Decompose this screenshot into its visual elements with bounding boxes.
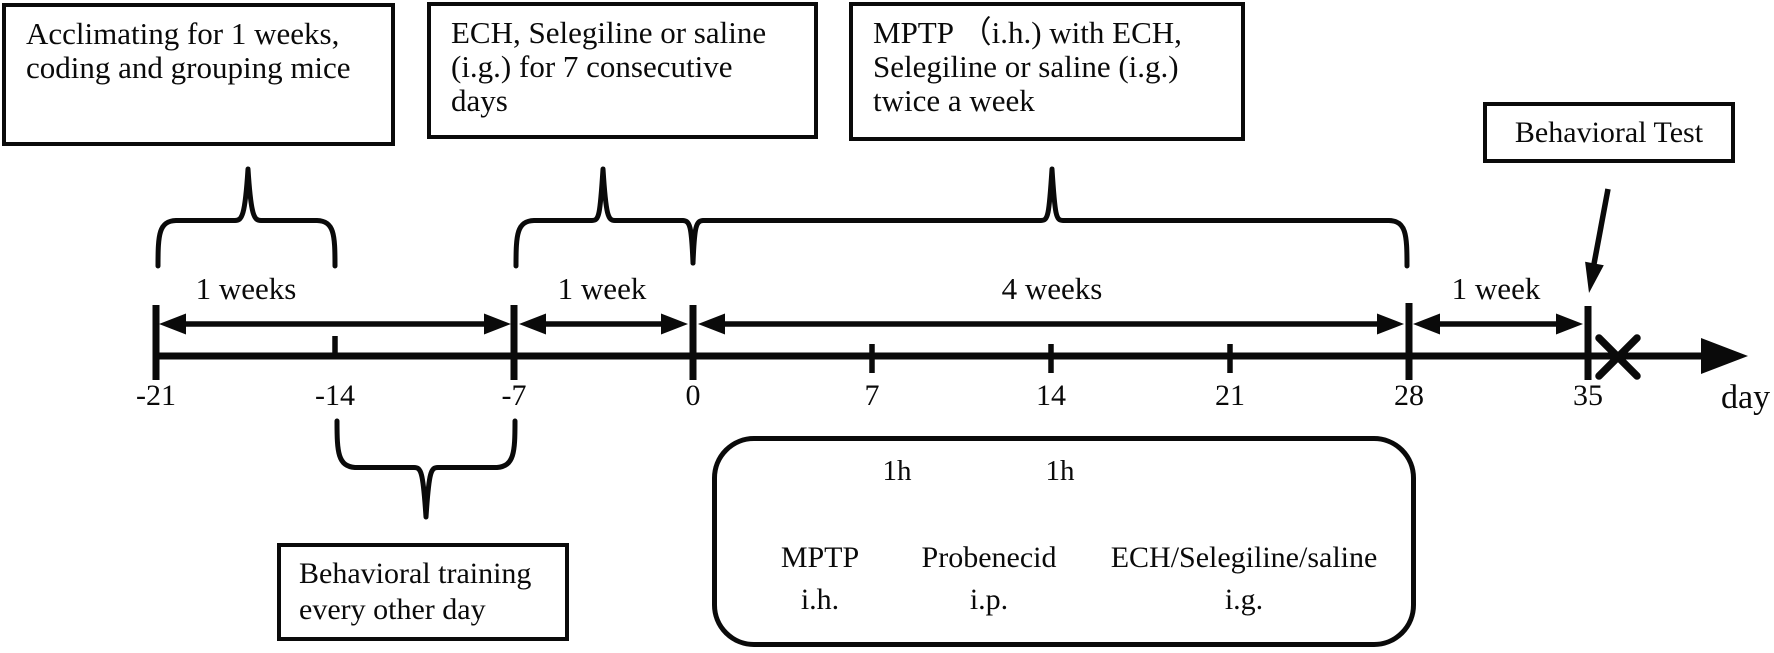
mptp-treatment-box-line: MPTP （i.h.) with ECH, (873, 15, 1182, 50)
tick-label: 0 (685, 379, 701, 412)
arrowhead-right-icon (1556, 313, 1583, 335)
behavioral-training-box-line: Behavioral training (299, 557, 532, 590)
segment-label-final-week: 1 week (1451, 271, 1541, 306)
behavioral-test-label: Behavioral Test (1514, 115, 1704, 149)
behavioral-training-box: Behavioral training every other day (277, 543, 569, 641)
pretreatment-box-line: ECH, Selegiline or saline (451, 15, 767, 50)
acclimating-box-line: coding and grouping mice (26, 50, 351, 85)
acclimating-box-line: Acclimating for 1 weeks, (26, 16, 340, 51)
segment-label-pretreatment: 1 week (557, 271, 647, 306)
tick-label: -21 (136, 379, 176, 412)
drug-label-probenecid: Probenecid (921, 541, 1057, 574)
mptp-treatment-box-line: Selegiline or saline (i.g.) (873, 49, 1179, 84)
behavioral-test-pointer-arrow (1585, 188, 1611, 293)
arrowhead-down-icon (1585, 261, 1604, 293)
drug-label-ech-selegiline-saline: ECH/Selegiline/saline (1110, 541, 1378, 574)
tick-label: 35 (1573, 379, 1603, 412)
acclimating-box: Acclimating for 1 weeks, coding and grou… (2, 3, 395, 146)
interval-label: 1h (1045, 455, 1075, 487)
behavioral-test-box: Behavioral Test (1483, 102, 1735, 163)
timeline-axis (152, 303, 1748, 380)
arrowhead-right-icon (1377, 313, 1404, 335)
pretreatment-box: ECH, Selegiline or saline (i.g.) for 7 c… (427, 2, 818, 139)
tick-label: 21 (1215, 379, 1245, 412)
span-arrows (159, 313, 1583, 335)
mptp-treatment-box-line: twice a week (873, 83, 1035, 118)
behavioral-training-box-line: every other day (299, 593, 486, 626)
axis-major-ticks (152, 303, 1592, 380)
route-label-ip: i.p. (969, 583, 1009, 616)
span-arrow-mptp (698, 313, 1404, 335)
arrowhead-right-icon (661, 313, 688, 335)
brace-behavioral-training (334, 418, 518, 520)
axis-minor-ticks (332, 336, 1233, 373)
braces (155, 166, 1410, 520)
route-label-ig: i.g. (1224, 583, 1264, 616)
arrowhead-left-icon (519, 313, 546, 335)
brace-pretreatment (513, 166, 696, 269)
tick-label: 14 (1036, 379, 1066, 412)
tick-label: -14 (315, 379, 355, 412)
interval-label: 1h (882, 455, 912, 487)
pretreatment-box-line: days (451, 83, 508, 118)
end-x-marker (1595, 334, 1641, 380)
axis-arrowhead-icon (1701, 338, 1748, 374)
mptp-treatment-box: MPTP （i.h.) with ECH, Selegiline or sali… (849, 2, 1245, 141)
segment-label-acclimation: 1 weeks (195, 271, 297, 306)
tick-label: -7 (501, 379, 527, 412)
pretreatment-box-line: (i.g.) for 7 consecutive (451, 49, 733, 84)
arrowhead-right-icon (484, 313, 511, 335)
span-arrow-pretreatment (519, 313, 688, 335)
brace-mptp (690, 166, 1410, 269)
arrowhead-left-icon (698, 313, 725, 335)
segment-label-mptp: 4 weeks (1001, 271, 1103, 306)
tick-label: 7 (864, 379, 880, 412)
injection-schedule-box (712, 436, 1416, 647)
route-label-ih: i.h. (800, 583, 840, 616)
arrowhead-left-icon (159, 313, 186, 335)
span-arrow-behavioral-test-week (1413, 313, 1583, 335)
brace-acclimating (155, 166, 338, 269)
span-arrow-acclimation (159, 313, 511, 335)
drug-label-mptp: MPTP (780, 541, 860, 574)
axis-unit-label: day (1721, 379, 1771, 416)
arrowhead-left-icon (1413, 313, 1440, 335)
tick-label: 28 (1394, 379, 1424, 412)
